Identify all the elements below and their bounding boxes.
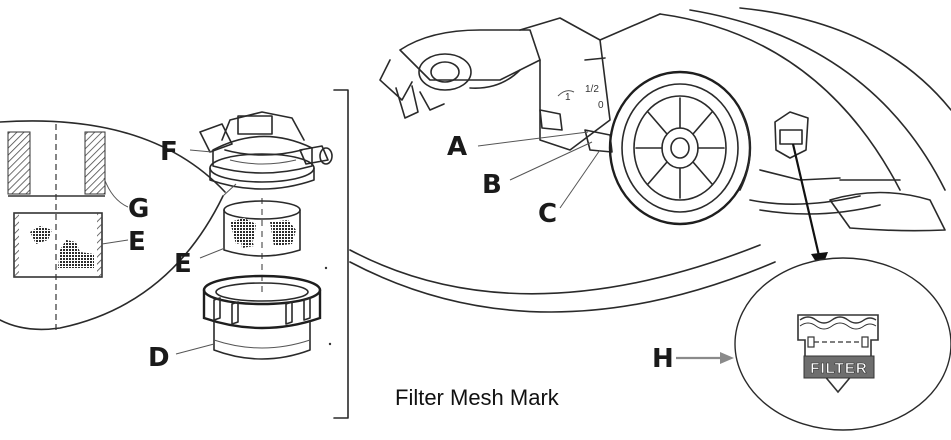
detail-circle	[0, 120, 226, 331]
label-e-part: E	[174, 249, 192, 279]
filter-mark-circle: FILTER	[734, 257, 951, 431]
label-f: F	[160, 137, 178, 167]
filter-housing	[749, 111, 946, 232]
label-h: H	[652, 344, 674, 374]
machine-upper: 1 1/2 0	[379, 13, 661, 153]
label-g: G	[128, 194, 149, 224]
label-c: C	[538, 199, 557, 229]
wheel	[608, 70, 752, 226]
svg-text:1: 1	[565, 92, 571, 103]
filter-badge-icon: FILTER	[797, 314, 879, 394]
svg-text:0: 0	[598, 100, 604, 111]
label-a: A	[447, 132, 467, 162]
filter-head-f	[199, 111, 333, 190]
caption: Filter Mesh Mark	[395, 385, 560, 410]
label-d: D	[148, 343, 170, 373]
svg-text:1/2: 1/2	[585, 84, 599, 95]
label-b: B	[482, 170, 502, 200]
label-e-detail: E	[128, 227, 146, 257]
filter-bowl-d	[202, 274, 322, 360]
filter-mesh-e	[223, 200, 301, 257]
divider-bracket	[333, 89, 349, 419]
filter-badge-text: FILTER	[810, 360, 867, 377]
